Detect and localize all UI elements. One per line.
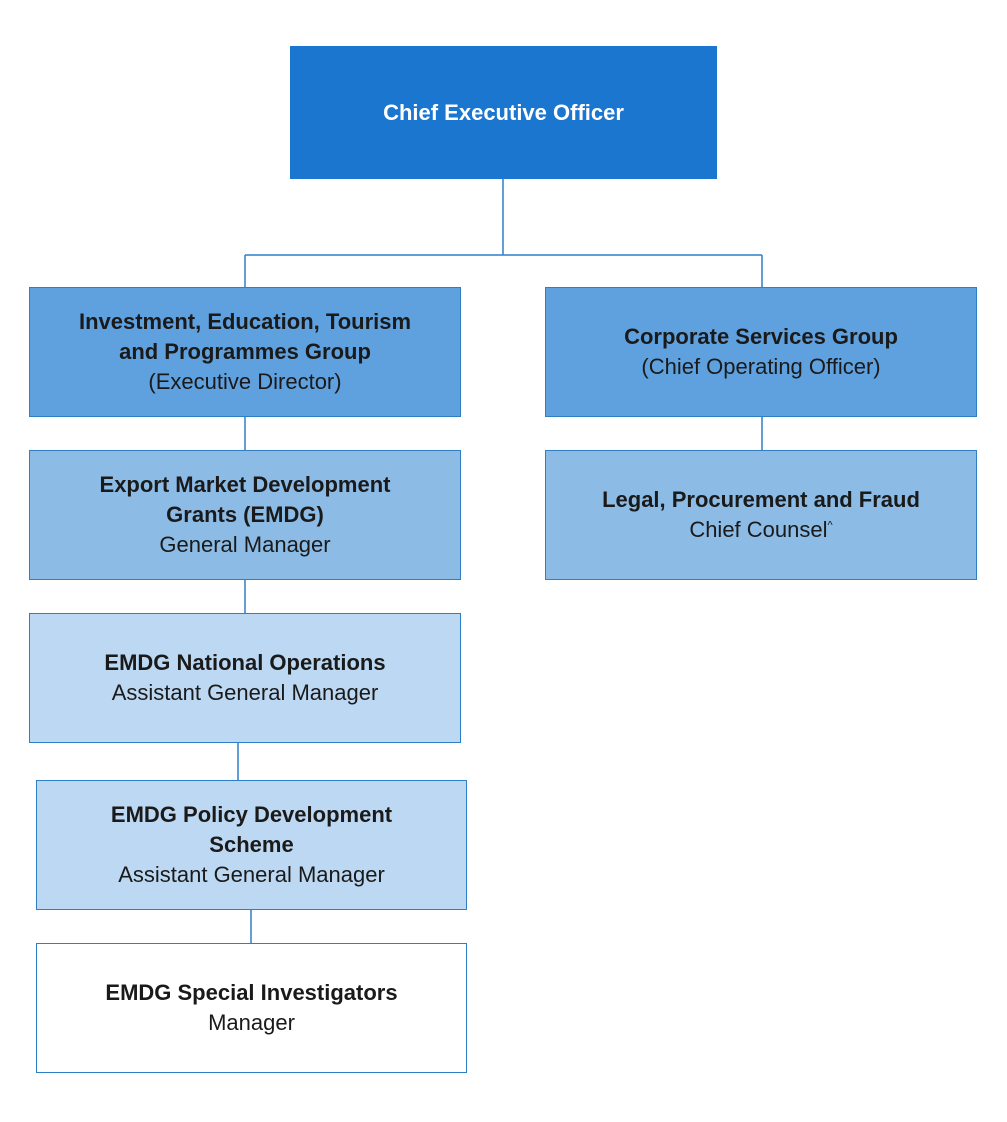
investment-group-subtitle: (Executive Director) <box>148 369 342 394</box>
emdg-box: Export Market Development Grants (EMDG) … <box>29 450 461 580</box>
corporate-group-subtitle: (Chief Operating Officer) <box>641 354 881 379</box>
policy-box: EMDG Policy Development Scheme Assistant… <box>36 780 467 910</box>
legal-subtitle-mark: ^ <box>827 519 833 532</box>
investigators-title: EMDG Special Investigators <box>105 980 398 1005</box>
policy-title-line2: Scheme <box>209 832 294 857</box>
investigators-subtitle: Manager <box>208 1010 295 1035</box>
legal-title: Legal, Procurement and Fraud <box>602 487 920 512</box>
emdg-subtitle: General Manager <box>159 532 331 557</box>
policy-subtitle: Assistant General Manager <box>118 862 385 887</box>
investment-group-title-line2: and Programmes Group <box>119 339 371 364</box>
investigators-box: EMDG Special Investigators Manager <box>36 943 467 1073</box>
national-ops-box: EMDG National Operations Assistant Gener… <box>29 613 461 743</box>
investment-group-title-line1: Investment, Education, Tourism <box>78 309 412 334</box>
corporate-group-title: Corporate Services Group <box>624 324 898 349</box>
corporate-group-box: Corporate Services Group (Chief Operatin… <box>545 287 977 417</box>
investment-group-box: Investment, Education, Tourism and Progr… <box>29 287 461 417</box>
national-ops-subtitle: Assistant General Manager <box>111 680 379 705</box>
emdg-title-line1: Export Market Development <box>99 472 391 497</box>
legal-subtitle-wrap: Chief Counsel^ <box>689 515 832 545</box>
emdg-title-line2: Grants (EMDG) <box>166 502 324 527</box>
legal-box: Legal, Procurement and Fraud Chief Couns… <box>545 450 977 580</box>
policy-title-line1: EMDG Policy Development <box>110 802 393 827</box>
national-ops-title: EMDG National Operations <box>104 650 386 675</box>
legal-subtitle: Chief Counsel <box>689 517 828 542</box>
ceo-box: Chief Executive Officer <box>290 46 717 179</box>
ceo-title: Chief Executive Officer <box>383 99 624 125</box>
